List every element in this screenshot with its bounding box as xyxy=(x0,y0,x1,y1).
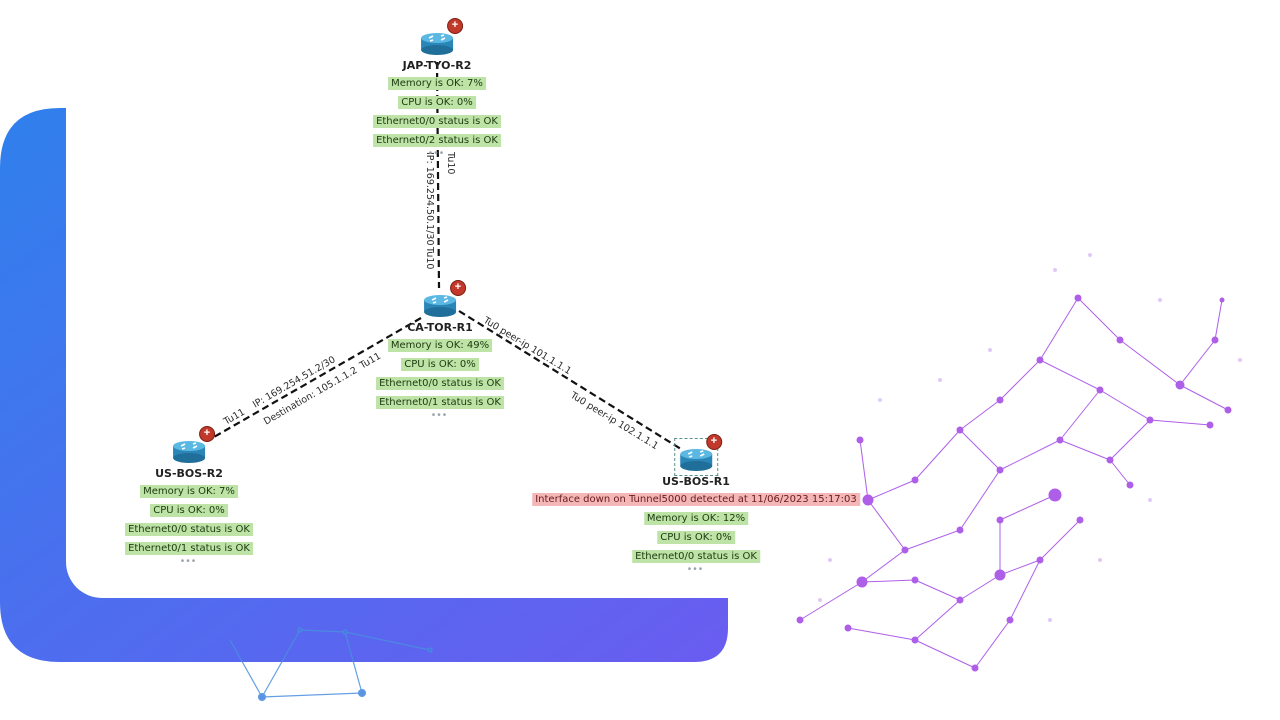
status-eth01: Ethernet0/1 status is OK xyxy=(376,396,504,409)
plus-alert-icon[interactable]: + xyxy=(446,18,463,34)
status-memory: Memory is OK: 7% xyxy=(140,485,238,498)
plus-alert-icon[interactable]: + xyxy=(705,434,722,450)
status-alert: Interface down on Tunnel5000 detected at… xyxy=(532,493,860,506)
status-eth01: Ethernet0/1 status is OK xyxy=(125,542,253,555)
more-ellipsis[interactable]: ••• xyxy=(428,148,446,159)
more-ellipsis[interactable]: ••• xyxy=(431,410,449,421)
node-name: JAP-TYO-R2 xyxy=(402,59,472,72)
status-memory: Memory is OK: 7% xyxy=(388,77,486,90)
node-name: CA-TOR-R1 xyxy=(407,321,473,334)
plus-alert-icon[interactable]: + xyxy=(449,280,466,296)
link-jap-ca-ip: IP: 169.254.50.1/30 xyxy=(424,152,435,246)
status-eth02: Ethernet0/2 status is OK xyxy=(373,134,501,147)
node-jap-tyo-r2[interactable]: + JAP-TYO-R2 Memory is OK: 7% CPU is OK:… xyxy=(373,18,501,159)
status-cpu: CPU is OK: 0% xyxy=(401,358,479,371)
status-memory: Memory is OK: 12% xyxy=(643,512,749,525)
status-eth00: Ethernet0/0 status is OK xyxy=(376,377,504,390)
link-jap-ca-tu-bottom: Tu10 xyxy=(424,247,435,270)
node-us-bos-r1[interactable]: + US-BOS-R1 Interface down on Tunnel5000… xyxy=(532,434,860,575)
status-cpu: CPU is OK: 0% xyxy=(150,504,228,517)
node-us-bos-r2[interactable]: + US-BOS-R2 Memory is OK: 7% CPU is OK: … xyxy=(125,426,253,567)
status-memory: Memory is OK: 49% xyxy=(387,339,493,352)
status-eth00: Ethernet0/0 status is OK xyxy=(632,550,760,563)
router-icon[interactable]: + xyxy=(419,18,463,56)
node-name: US-BOS-R1 xyxy=(662,475,730,488)
blue-network-decor xyxy=(229,627,433,702)
node-name: US-BOS-R2 xyxy=(155,467,223,480)
router-icon[interactable]: + xyxy=(673,434,722,476)
status-eth00: Ethernet0/0 status is OK xyxy=(373,115,501,128)
router-icon[interactable]: + xyxy=(171,426,215,464)
more-ellipsis[interactable]: ••• xyxy=(180,556,198,567)
plus-alert-icon[interactable]: + xyxy=(198,426,215,442)
status-cpu: CPU is OK: 0% xyxy=(657,531,735,544)
more-ellipsis[interactable]: ••• xyxy=(687,564,705,575)
status-cpu: CPU is OK: 0% xyxy=(398,96,476,109)
status-eth00: Ethernet0/0 status is OK xyxy=(125,523,253,536)
node-ca-tor-r1[interactable]: + CA-TOR-R1 Memory is OK: 49% CPU is OK:… xyxy=(376,280,504,421)
router-icon[interactable]: + xyxy=(422,280,466,318)
purple-network-decor xyxy=(796,294,1232,672)
link-ca-usr2 xyxy=(206,317,422,442)
